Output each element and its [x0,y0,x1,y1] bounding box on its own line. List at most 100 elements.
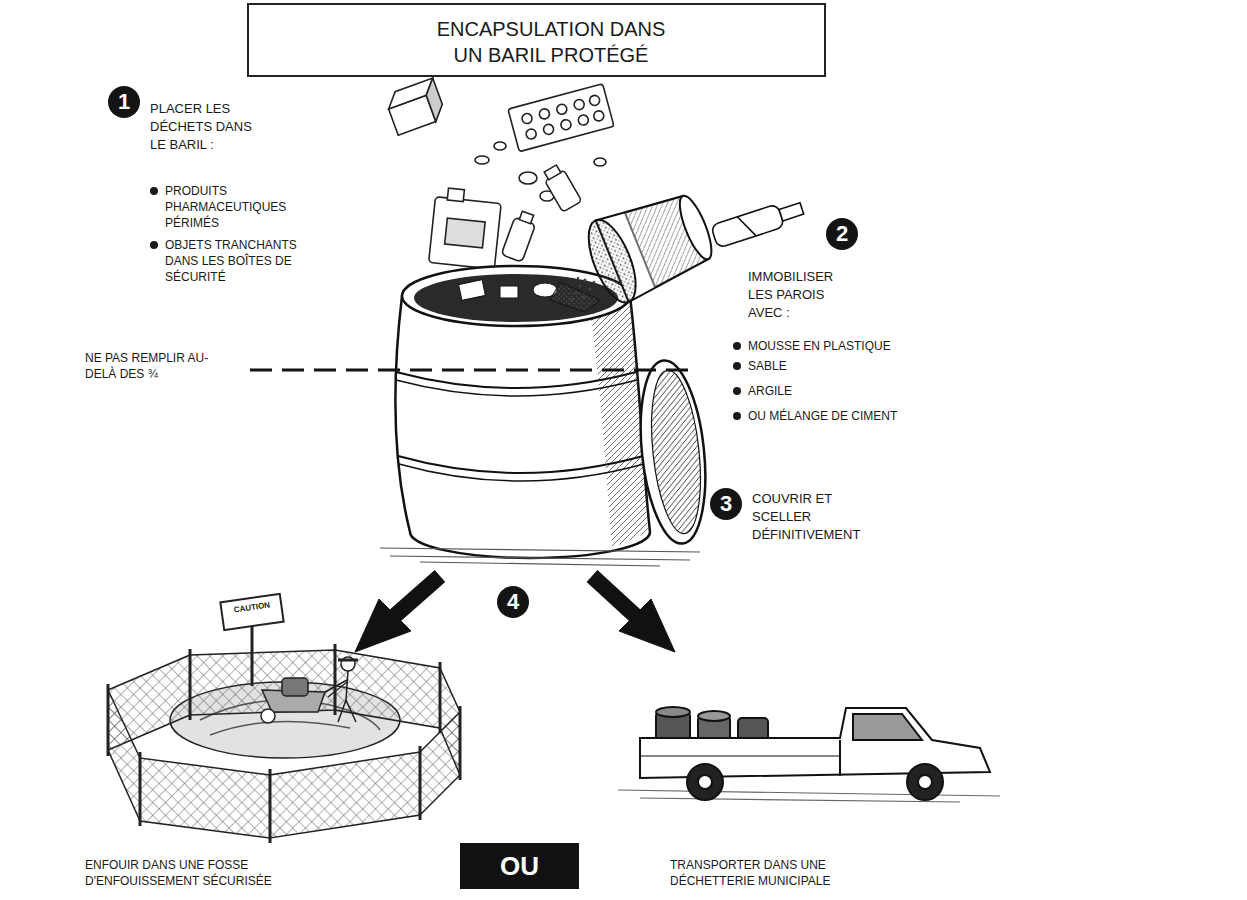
bullet-text: SABLE [748,358,787,374]
illustration-part [544,165,561,180]
illustration-part [698,775,712,789]
option-text: ENFOUIR DANS UNE FOSSE D'ENFOUISSEMENT S… [85,857,320,889]
illustration-part [390,576,440,620]
illustration-part [560,119,572,131]
illustration-part [384,78,447,135]
illustration-part [508,84,614,152]
illustration-part [618,790,1000,802]
illustration-part [589,94,601,106]
illustration-part [542,123,554,135]
box-text: OU [500,851,539,881]
illustration-part [419,746,422,820]
illustration-part [577,114,589,126]
illustration-part [501,209,538,262]
bullet-text: OBJETS TRANCHANTS DANS LES BOÎTES DE SÉC… [165,237,305,285]
bullet-text: OU MÉLANGE DE CIMENT [748,408,897,424]
illustration-part [582,295,585,298]
illustration-part [519,172,537,184]
illustration-part [508,84,614,152]
illustration-part [656,707,690,717]
choice-box: OU [460,843,579,889]
illustration-part [398,456,643,473]
illustration-part [429,197,502,270]
flying-waste [384,78,614,269]
illustration-part [270,752,420,838]
illustration-part [687,764,723,800]
illustration-part [282,678,308,696]
illustration-part [674,192,718,263]
illustration-part [325,671,356,722]
illustration-part [334,644,337,715]
illustration-part [556,103,568,115]
bucket-drawing [579,183,721,309]
illustration-part [571,299,574,302]
illustration-part [108,644,460,843]
illustration-part [338,659,358,662]
illustration-part [475,156,489,164]
illustration-part [573,98,585,110]
illustration-part [251,620,254,686]
illustration-part [619,599,675,652]
illustration-part [189,649,192,720]
illustration-part [395,296,650,558]
illustration-part [521,112,533,124]
callout-number: 3 [710,488,742,520]
illustration-part [853,714,922,740]
illustration-part [140,758,270,838]
illustration-part [583,278,586,281]
pickup-truck [618,707,1000,802]
option-text: TRANSPORTER DANS UNE DÉCHETTERIE MUNICIP… [670,857,870,889]
illustration-part [519,211,533,224]
illustration-part [261,709,275,723]
illustration-part [907,764,943,800]
illustration-part [589,288,592,291]
illustration-part [107,684,110,756]
illustration-part [839,740,841,776]
bottle-in-hand [711,197,806,248]
illustration-part [640,708,990,778]
illustration-part [108,690,140,821]
illustration-part [445,218,486,248]
illustration-part [525,128,537,140]
illustration-part [779,203,804,221]
illustration-part [698,711,730,721]
illustration-part [579,285,582,288]
illustration-part [640,756,840,757]
illustration-part [269,769,272,843]
illustration-part [447,188,464,202]
choice-arrows [355,576,675,652]
barrel-lid [633,357,714,546]
illustration-part [396,372,636,388]
bullet-text: ARGILE [748,383,792,399]
illustration-part [494,142,506,150]
callout-number: 1 [108,86,140,118]
illustration-part [399,464,644,481]
bullet-text: PRODUITS PHARMACEUTIQUES PÉRIMÉS [165,183,315,231]
illustration-part [918,775,932,789]
illustration-part [459,280,486,301]
illustration-part [633,357,714,546]
callout-number: 2 [826,218,858,250]
illustration-part [592,576,641,621]
illustration-part [575,292,578,295]
fill-limit-note: NE PAS REMPLIR AU-DELÀ DES ¾ [85,350,220,382]
illustration-part [429,187,503,269]
illustration-part [593,281,596,284]
illustration-part [220,594,283,630]
illustration-part [396,380,637,396]
illustration-part [590,296,648,548]
illustration-part [139,752,142,826]
illustration-part [402,266,630,326]
bullet-text: MOUSSE EN PLASTIQUE [748,338,891,354]
illustration-part [190,650,335,715]
illustration-part [500,286,518,298]
illustration-part [577,277,579,279]
illustration-part [550,282,600,312]
worker-figure [261,657,358,723]
callout-number: 4 [497,586,529,618]
illustration-part [439,662,442,733]
step-text: PLACER LES DÉCHETS DANS LE BARIL : [150,100,265,154]
fill-limit-line [250,369,694,372]
